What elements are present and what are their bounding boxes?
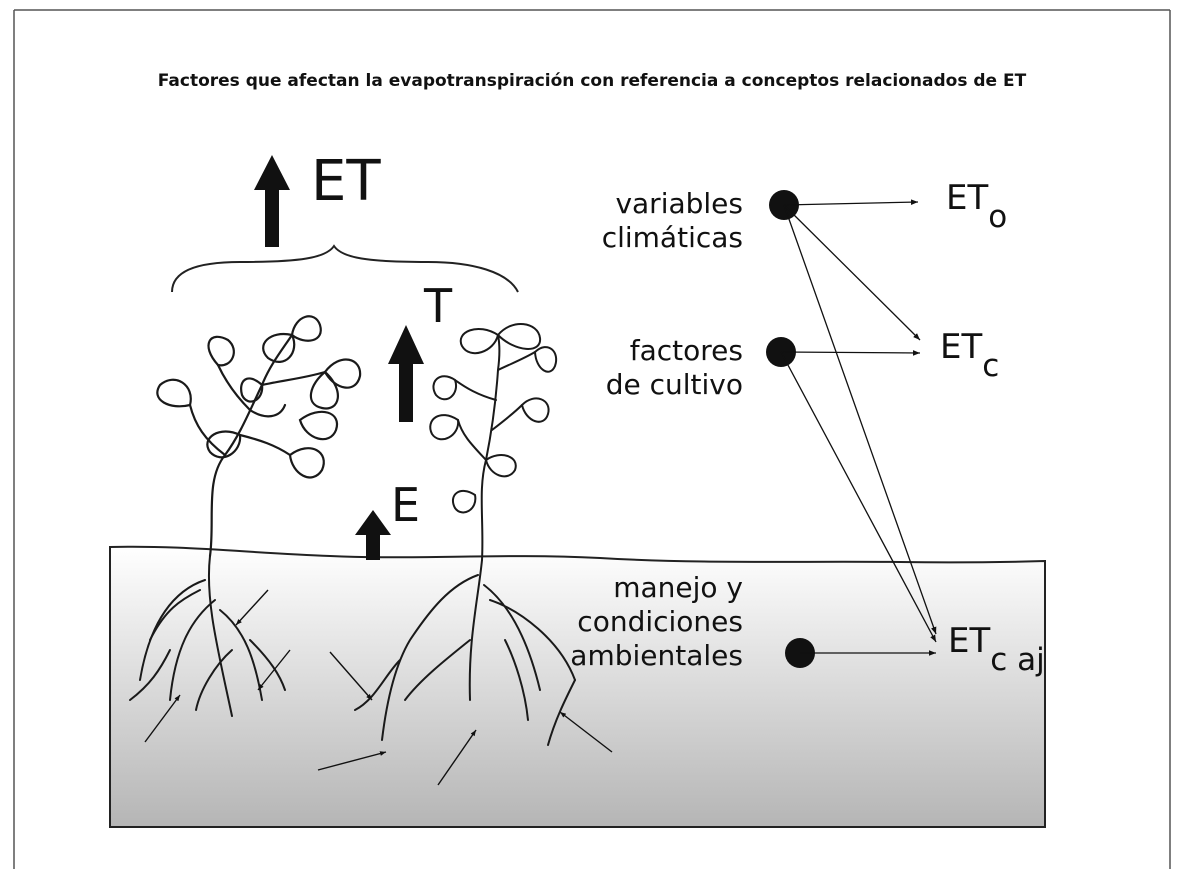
et-brace bbox=[171, 244, 519, 293]
relation-arrows bbox=[780, 199, 937, 656]
etcaj-label: ETc aj bbox=[948, 624, 1045, 677]
water-uptake-arrows bbox=[144, 589, 613, 786]
diagram-title: Factores que afectan la evapotranspiraci… bbox=[157, 71, 1027, 91]
management-factor-line3: ambientales bbox=[570, 639, 743, 672]
et-up-arrow-icon bbox=[254, 155, 290, 247]
left-plant-illustration bbox=[156, 315, 362, 558]
crop-factor-line2: de cultivo bbox=[605, 368, 743, 401]
eto-base: ET bbox=[946, 178, 989, 218]
crop-factor-line1: factores bbox=[629, 334, 743, 367]
et-flux-label: ET bbox=[311, 149, 381, 214]
etcaj-base: ET bbox=[948, 621, 991, 661]
etc-base: ET bbox=[940, 327, 983, 367]
etc-label: ETc bbox=[940, 330, 999, 383]
climate-factor-label: variables climáticas bbox=[540, 187, 743, 255]
climate-to-etcaj-arrow bbox=[783, 204, 937, 635]
soil-block bbox=[109, 545, 1046, 828]
t-up-arrow-icon bbox=[388, 325, 424, 422]
etc-subscript: c bbox=[982, 348, 1000, 384]
crop-to-etcaj-arrow bbox=[780, 351, 937, 643]
right-plant-illustration bbox=[429, 322, 558, 561]
climate-factor-line1: variables bbox=[615, 187, 743, 220]
crop-to-etc-arrow bbox=[780, 350, 921, 356]
e-up-arrow-icon bbox=[355, 510, 391, 560]
eto-label: ETo bbox=[946, 181, 1007, 234]
management-factor-label: manejo y condiciones ambientales bbox=[520, 571, 743, 673]
crop-factor-label: factores de cultivo bbox=[540, 334, 743, 402]
management-factor-line2: condiciones bbox=[577, 605, 743, 638]
climate-factor-line2: climáticas bbox=[601, 221, 743, 254]
etcaj-subscript: c aj bbox=[990, 642, 1045, 678]
t-flux-label: T bbox=[424, 279, 453, 333]
e-flux-label: E bbox=[391, 478, 421, 532]
climate-to-eto-arrow bbox=[783, 199, 919, 206]
climate-to-etc-arrow bbox=[783, 204, 921, 341]
management-factor-line1: manejo y bbox=[613, 571, 743, 604]
eto-subscript: o bbox=[988, 199, 1008, 235]
right-root-system bbox=[354, 559, 576, 746]
